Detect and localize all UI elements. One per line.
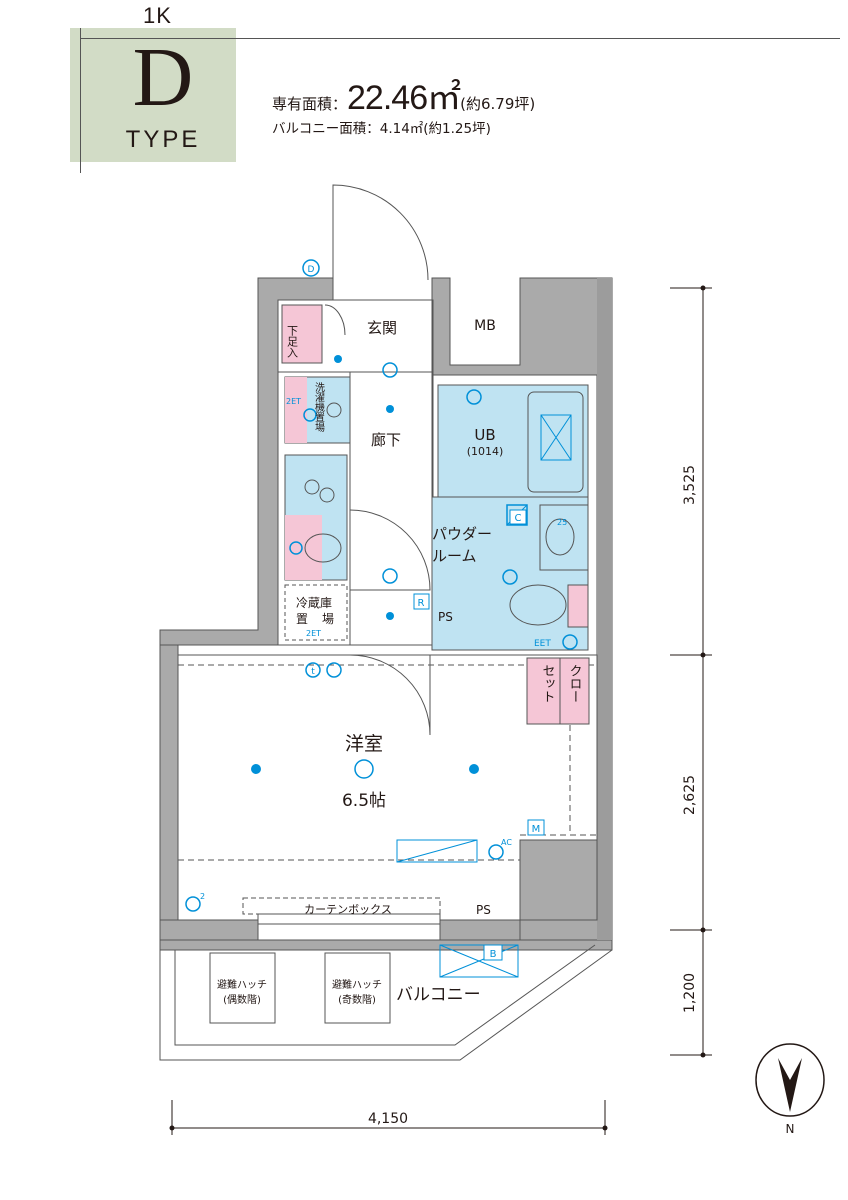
wash-basin-bowl — [545, 518, 575, 556]
fridge-space — [284, 584, 348, 641]
air-conditioner — [396, 839, 478, 863]
outer-wall-right — [597, 278, 612, 940]
label-powder: パウダー — [432, 525, 492, 543]
stove-burner-2 — [319, 487, 335, 503]
sup2-label: 2 — [200, 892, 205, 901]
label-fridge: 冷蔵庫 — [296, 596, 332, 610]
meter-m-label: M — [532, 824, 541, 835]
label-hatch-even-sub: (偶数階) — [223, 993, 261, 1006]
toilet-tank — [567, 584, 589, 628]
layout-label: 1K — [143, 3, 172, 28]
label-curtain: カーテンボックス — [304, 903, 392, 916]
meter-c-box — [509, 509, 527, 525]
type-badge — [70, 28, 236, 162]
ventilation-fan — [506, 504, 528, 526]
label-mb: MB — [474, 318, 496, 334]
two-et-fridge: 2ET — [306, 629, 321, 638]
meter-b-label: B — [490, 949, 497, 960]
type-word: TYPE — [125, 126, 201, 153]
label-powder-2: ルーム — [432, 547, 477, 565]
balcony-rail — [174, 944, 596, 1046]
shoe-box — [281, 304, 323, 364]
label-balcony: バルコニー — [396, 985, 481, 1005]
walls — [159, 277, 613, 951]
downlights — [185, 259, 578, 912]
dim-depth-1: 3,525 — [682, 465, 698, 505]
label-closet-2: クロー — [567, 664, 582, 703]
compass-icon — [755, 1043, 825, 1117]
label-hatch-odd: 避難ハッチ — [332, 978, 382, 991]
meter-m-box — [527, 819, 545, 836]
dim-depth-2: 2,625 — [682, 775, 698, 815]
meter-r-label: R — [418, 598, 425, 609]
doors — [324, 184, 431, 736]
hatch-even — [209, 952, 276, 1024]
dimension-ticks — [169, 285, 706, 1131]
stove-burner-1 — [304, 479, 320, 495]
balcony-rail-outer — [159, 949, 613, 1061]
dim-width: 4,150 — [368, 1111, 408, 1127]
kitchen-pink — [285, 515, 322, 580]
toilet-bowl — [509, 584, 567, 626]
label-ps-lower: PS — [476, 903, 491, 917]
eet-label: EET — [534, 639, 551, 649]
label-shoe-box: 下足入 — [286, 325, 299, 358]
washbasin — [539, 504, 589, 571]
ceiling-lights — [251, 355, 479, 774]
meter-r-box — [413, 593, 430, 610]
meter-c-label: C — [515, 513, 522, 524]
meter-b-box — [483, 944, 503, 961]
label-hatch-odd-sub: (奇数階) — [338, 993, 376, 1006]
label-ps-upper: PS — [438, 610, 453, 624]
label-hatch-even: 避難ハッチ — [217, 978, 267, 991]
label-western-size: 6.5帖 — [342, 791, 386, 811]
type-letter: D — [132, 31, 194, 124]
unit-bath — [437, 384, 589, 498]
curtain-box — [242, 897, 441, 915]
tel-symbol: t — [311, 667, 315, 677]
label-ub-size: (1014) — [467, 445, 504, 458]
area-line: 専有面積：22.46㎡(約6.79坪) — [272, 70, 535, 119]
header-rule-vertical — [80, 28, 81, 173]
label-fridge-2: 置 — [296, 612, 308, 626]
kitchen-sink — [304, 533, 342, 563]
area-value: 22.46㎡ — [347, 79, 461, 117]
area-tsubo: (約6.79坪) — [460, 95, 536, 113]
air-conditioner-diag — [396, 839, 478, 863]
bath-drain-x2 — [540, 414, 572, 461]
label-ub: UB — [474, 426, 495, 444]
sup25-label: 25 — [557, 518, 567, 527]
two-et-laundry: 2ET — [286, 397, 301, 406]
laundry-pink — [285, 377, 307, 443]
header-rule — [80, 38, 840, 39]
dim-depth-3: 1,200 — [682, 973, 698, 1013]
hatch-odd — [324, 952, 391, 1024]
label-hall: 廊下 — [371, 431, 401, 449]
outdoor-unit-diag-2 — [439, 944, 519, 978]
label-fridge-3: 場 — [322, 612, 334, 626]
label-laundry: 洗濯機置場 — [313, 382, 325, 433]
compass-label: N — [786, 1122, 795, 1136]
area-label: 専有面積： — [272, 95, 348, 113]
laundry-drain — [326, 402, 342, 418]
label-closet-1: セット — [540, 664, 556, 703]
label-entrance: 玄関 — [367, 319, 397, 337]
outdoor-unit — [439, 944, 519, 978]
closet — [526, 657, 590, 725]
bath-drain — [540, 414, 572, 461]
bathtub — [527, 391, 584, 493]
label-western: 洋室 — [345, 733, 383, 755]
balcony-area: バルコニー面積：4.14㎡(約1.25坪) — [272, 121, 491, 137]
ac-label: AC — [501, 838, 512, 847]
doorbell-symbol: D — [308, 265, 315, 275]
